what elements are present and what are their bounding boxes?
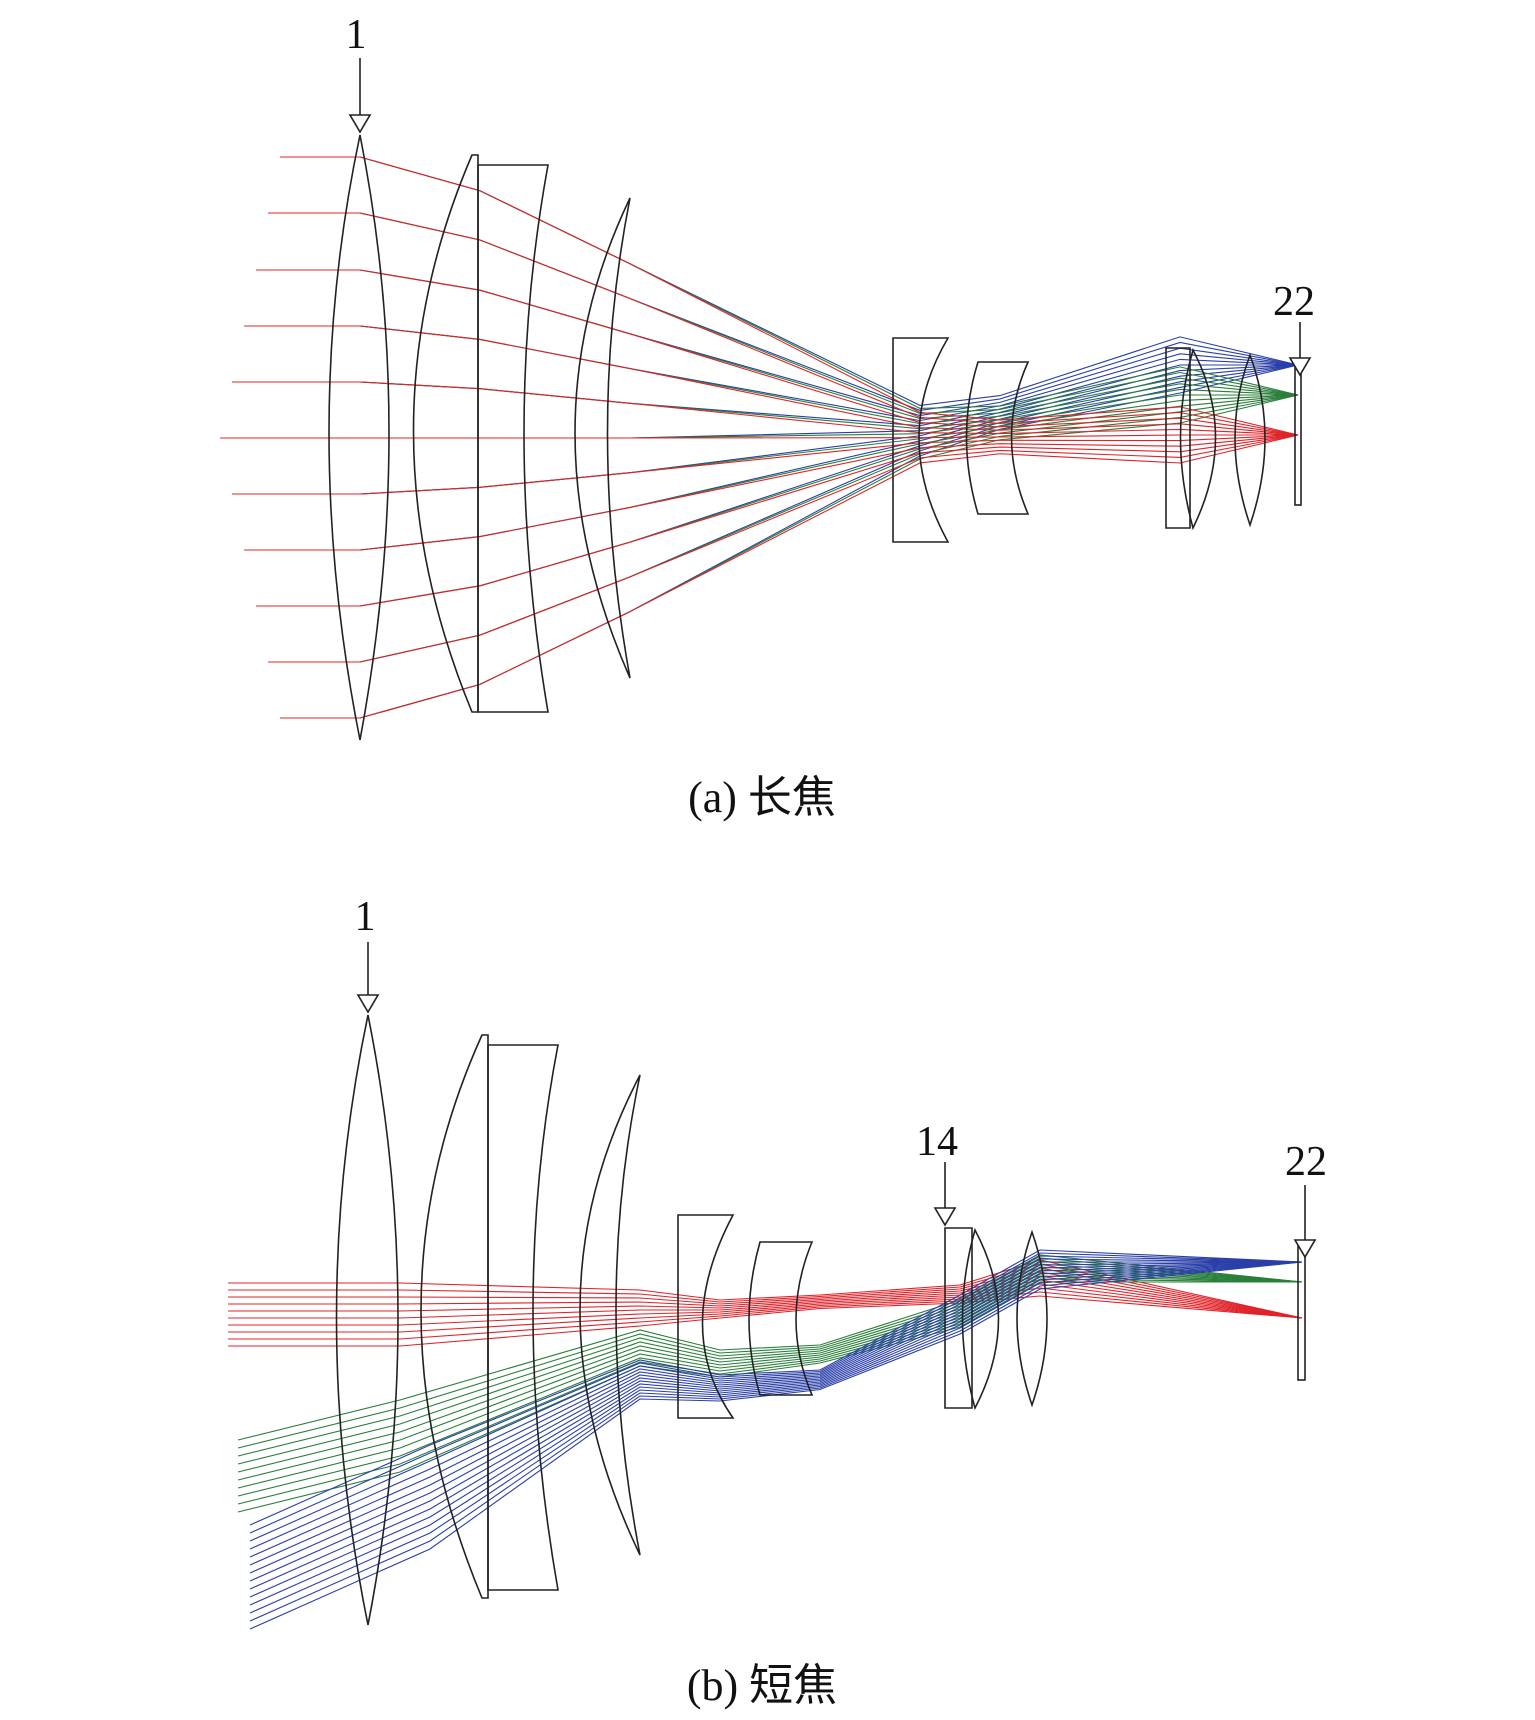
ray-b-red-1 (228, 1263, 1303, 1319)
ray-a-1-1 (268, 212, 1299, 415)
ray-bundles-a (220, 156, 1299, 719)
lens-1-a (328, 134, 390, 741)
ray-b-red-9 (228, 1295, 1303, 1347)
ray-a-2-5 (220, 434, 1298, 439)
lens-2-b (420, 1034, 489, 1599)
ray-b-blue-0 (249, 1249, 1303, 1526)
ray-a-2-9 (268, 434, 1299, 663)
lens-elements-a (328, 134, 1302, 741)
ray-b-green-6 (237, 1272, 1303, 1489)
lens-8-a (1179, 347, 1217, 531)
lens-3-b (487, 1044, 559, 1591)
ray-b-blue-10 (249, 1261, 1303, 1606)
panel-b: 1 14 22 (b) 短焦 (228, 894, 1327, 1710)
ray-a-1-10 (280, 394, 1299, 719)
ray-b-blue-9 (249, 1261, 1303, 1598)
lens-elements-b (335, 1014, 1306, 1626)
caption-b: (b) 短焦 (687, 1661, 837, 1710)
marker-22-b: 22 (1285, 1139, 1327, 1259)
ray-b-red-5 (228, 1279, 1303, 1319)
ray-a-2-4 (232, 381, 1299, 436)
ray-bundles-b (228, 1249, 1303, 1630)
ray-a-2-2 (256, 269, 1299, 436)
ray-a-2-1 (268, 212, 1299, 436)
ray-b-green-2 (237, 1260, 1303, 1457)
ray-b-blue-2 (249, 1255, 1303, 1542)
ray-b-blue-3 (249, 1258, 1303, 1550)
lens-9-a (1234, 352, 1266, 528)
ray-b-blue-11 (249, 1261, 1303, 1614)
lens-9-b (1016, 1229, 1048, 1408)
image-plane-b (1297, 1244, 1306, 1381)
marker-14-b: 14 (916, 1119, 958, 1227)
ray-a-2-0 (280, 156, 1299, 436)
marker-1-a: 1 (346, 12, 372, 134)
ray-b-green-8 (237, 1278, 1303, 1505)
ray-a-0-6 (232, 364, 1299, 495)
ray-b-green-9 (237, 1281, 1302, 1513)
marker-1-b: 1 (355, 894, 380, 1014)
label-1-b: 1 (355, 894, 376, 940)
label-22-b: 22 (1285, 1139, 1327, 1185)
lens-2-a (412, 154, 479, 713)
marker-22-a: 22 (1273, 279, 1315, 377)
ray-b-blue-7 (249, 1261, 1303, 1582)
ray-b-green-1 (237, 1257, 1303, 1449)
lens-8-b (961, 1227, 1000, 1411)
ray-b-blue-5 (249, 1261, 1303, 1566)
ray-b-green-0 (237, 1254, 1303, 1441)
label-22-a: 22 (1273, 279, 1315, 325)
label-1-a: 1 (346, 12, 367, 58)
ray-b-blue-6 (249, 1261, 1303, 1574)
ray-a-2-6 (232, 434, 1299, 495)
ray-b-blue-4 (249, 1261, 1302, 1558)
ray-a-2-3 (244, 325, 1299, 436)
lens-6-a (965, 361, 1030, 515)
panel-a: 1 22 (a) 长焦 (220, 12, 1315, 822)
lens-6-b (748, 1241, 814, 1396)
lens-4-b (579, 1074, 641, 1556)
lens-5-a (892, 337, 950, 543)
ray-b-blue-1 (249, 1252, 1303, 1534)
ray-a-0-7 (244, 364, 1299, 551)
label-14-b: 14 (916, 1119, 958, 1165)
ray-a-0-2 (256, 269, 1299, 417)
caption-a: (a) 长焦 (688, 773, 836, 822)
ray-b-green-7 (237, 1275, 1303, 1497)
lens-7-a (1165, 347, 1191, 529)
lens-5-b (677, 1214, 735, 1419)
ray-b-blue-12 (249, 1261, 1303, 1622)
ray-a-0-0 (280, 156, 1299, 406)
ray-b-red-0 (228, 1259, 1303, 1319)
ray-a-1-7 (244, 394, 1299, 551)
lens-3-a (477, 164, 549, 713)
ray-b-green-5 (237, 1269, 1303, 1481)
ray-b-blue-8 (249, 1261, 1303, 1590)
ray-a-2-10 (280, 434, 1299, 719)
ray-a-2-7 (244, 434, 1299, 551)
ray-b-green-4 (237, 1266, 1303, 1473)
lens-7-b (944, 1227, 973, 1409)
lens-1-b (335, 1014, 399, 1626)
ray-b-green-3 (237, 1263, 1303, 1465)
lens-4-a (574, 197, 631, 679)
